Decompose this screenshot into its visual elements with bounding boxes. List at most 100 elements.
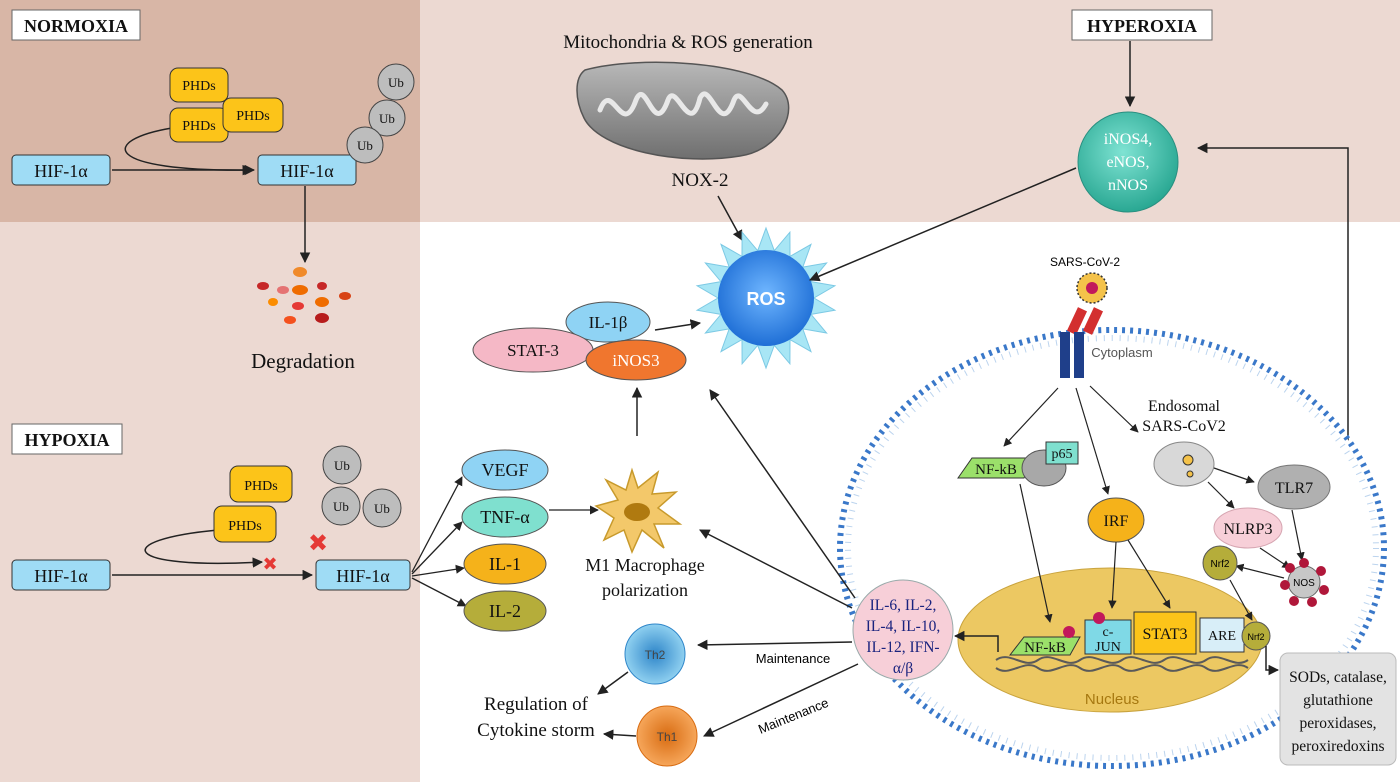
svg-text:ARE: ARE	[1208, 629, 1236, 644]
cytokine-il1	[463, 543, 547, 585]
il-cytokine-bubble	[852, 579, 954, 681]
tlr7-node	[1257, 464, 1331, 510]
nrf2-node	[1202, 545, 1238, 581]
macrophage-label-2: polarization	[602, 580, 688, 600]
svg-text:c-: c-	[1103, 625, 1114, 640]
svg-text:Ub: Ub	[374, 501, 390, 516]
svg-text:IRF: IRF	[1104, 513, 1129, 530]
ros-node	[695, 226, 837, 370]
normoxia-hif-left-label: HIF-1α	[34, 161, 88, 181]
svg-text:STAT3: STAT3	[1143, 626, 1188, 643]
svg-text:PHDs: PHDs	[236, 109, 269, 124]
svg-text:Ub: Ub	[333, 499, 349, 514]
nfkb-phospho-dot	[1063, 626, 1075, 638]
hyperoxia-title: HYPEROXIA	[1087, 16, 1197, 36]
svg-text:PHDs: PHDs	[182, 119, 215, 134]
virus-label: SARS-CoV-2	[1050, 255, 1120, 269]
th1-cell	[636, 705, 698, 767]
svg-text:PHDs: PHDs	[244, 479, 277, 494]
normoxia-hif-left	[11, 154, 111, 186]
svg-text:TNF-α: TNF-α	[480, 507, 530, 527]
svg-text:TLR7: TLR7	[1275, 480, 1313, 497]
normoxia-ub-3	[346, 126, 384, 164]
svg-text:Th1: Th1	[657, 730, 678, 744]
svg-text:STAT-3: STAT-3	[507, 341, 559, 360]
cjun-node	[1084, 619, 1132, 655]
endosome-icon	[1153, 441, 1215, 487]
svg-text:IL-1: IL-1	[489, 554, 521, 574]
macrophage-cell	[594, 467, 683, 554]
normoxia-phd-1	[169, 67, 229, 103]
nlrp3-node	[1213, 507, 1283, 549]
mitochondria-image	[576, 61, 790, 160]
inos3-node	[585, 339, 687, 381]
block-x-icon-1: ✖	[262, 554, 277, 575]
hypoxia-phd-1	[229, 465, 293, 503]
svg-text:Ub: Ub	[334, 458, 350, 473]
sars-cov-2-virus-icon	[1076, 272, 1108, 304]
hyperoxia-title-box	[1071, 9, 1213, 41]
cytokine-vegf	[461, 449, 549, 491]
il1b-node	[565, 301, 651, 343]
nos-hyperoxia-node	[1077, 111, 1179, 213]
nuclear-stat3	[1133, 611, 1197, 655]
svg-text:JUN: JUN	[1095, 640, 1121, 655]
svg-text:Ub: Ub	[379, 111, 395, 126]
hypoxia-ub-2	[321, 486, 361, 526]
svg-text:IL-12, IFN-: IL-12, IFN-	[866, 639, 939, 656]
th2-cell	[624, 623, 686, 685]
p65-node	[1045, 441, 1079, 465]
nos-cluster-icon	[1280, 558, 1329, 607]
svg-text:IL-1β: IL-1β	[589, 313, 628, 332]
endosomal-label-1: Endosomal	[1148, 398, 1221, 415]
svg-text:p65: p65	[1052, 447, 1073, 462]
svg-text:NF-kB: NF-kB	[1024, 640, 1066, 656]
svg-text:PHDs: PHDs	[228, 519, 261, 534]
endosomal-label-2: SARS-CoV2	[1142, 418, 1226, 435]
svg-text:α/β: α/β	[893, 660, 913, 677]
regulation-label-2: Cytokine storm	[477, 720, 595, 741]
normoxia-title: NORMOXIA	[24, 16, 128, 36]
svg-text:Nrf2: Nrf2	[1247, 632, 1264, 642]
svg-text:Ub: Ub	[357, 138, 373, 153]
svg-text:iNOS3: iNOS3	[612, 351, 659, 370]
cjun-phospho-dot	[1093, 612, 1105, 624]
svg-text:iNOS4,: iNOS4,	[1104, 131, 1152, 148]
svg-text:eNOS,: eNOS,	[1106, 154, 1149, 171]
ros-label: ROS	[746, 289, 785, 309]
svg-text:Th2: Th2	[645, 648, 666, 662]
macrophage-label-1: M1 Macrophage	[585, 555, 704, 575]
svg-text:HIF-1α: HIF-1α	[336, 566, 390, 586]
normoxia-phd-3	[222, 97, 284, 133]
degradation-label: Degradation	[251, 349, 355, 373]
svg-text:PHDs: PHDs	[182, 79, 215, 94]
nuclear-nrf2	[1241, 621, 1271, 651]
normoxia-title-box	[11, 9, 141, 41]
antioxidants-box	[1279, 652, 1397, 766]
degradation-fragments	[257, 267, 351, 324]
nucleus-label: Nucleus	[1085, 691, 1139, 708]
svg-text:HIF-1α: HIF-1α	[34, 566, 88, 586]
maintenance-label-bottom: Maintenance	[756, 695, 831, 737]
svg-text:nNOS: nNOS	[1108, 177, 1148, 194]
svg-text:VEGF: VEGF	[481, 460, 528, 480]
ace2-receptor-icon	[1060, 307, 1104, 378]
svg-text:peroxiredoxins: peroxiredoxins	[1292, 738, 1385, 755]
cytoplasm-label: Cytoplasm	[1091, 345, 1152, 360]
regulation-label-1: Regulation of	[484, 694, 589, 715]
svg-text:Ub: Ub	[388, 75, 404, 90]
normoxia-ub-2	[368, 99, 406, 137]
hypoxia-ub-3	[362, 488, 402, 528]
svg-text:peroxidases,: peroxidases,	[1299, 715, 1376, 732]
hypoxia-phd-2	[213, 505, 277, 543]
maintenance-label-top: Maintenance	[756, 651, 830, 666]
svg-text:glutathione: glutathione	[1303, 692, 1373, 709]
svg-text:Nrf2: Nrf2	[1211, 559, 1230, 570]
normoxia-hif-right	[257, 154, 357, 186]
hypoxia-title-box	[11, 423, 123, 455]
hypoxia-hif-left	[11, 559, 111, 591]
hypoxia-hif-right	[315, 559, 411, 591]
svg-text:NLRP3: NLRP3	[1224, 521, 1273, 538]
